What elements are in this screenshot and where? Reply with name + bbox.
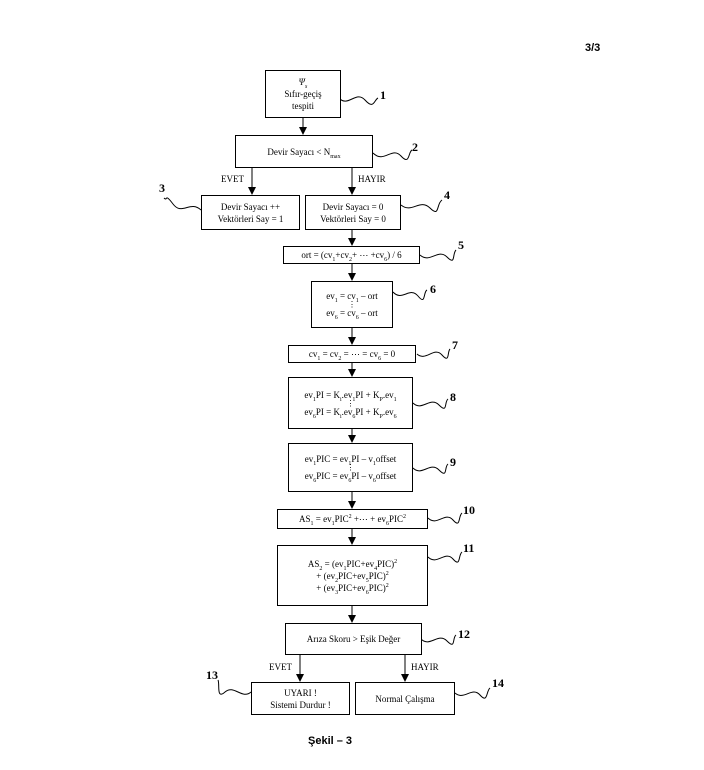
leader-4 <box>401 200 442 212</box>
step-fault-score-1: AS1 = ev1PIC2 +⋯ + ev6PIC2 <box>277 509 428 529</box>
step-8-line-3: ev6PI = Ki.ev6PI + KP.ev6 <box>304 406 396 418</box>
step-zero-crossing: Ψs Sıfır-geçiş tespiti <box>265 70 341 118</box>
leader-7 <box>417 349 450 358</box>
step-7-line-1: cv1 = cv2 = ⋯ = cv6 = 0 <box>309 348 395 360</box>
leader-9 <box>413 464 448 473</box>
label-14: 14 <box>492 676 504 691</box>
step-11-line-2: + (ev2PIC+ev5PIC)2 <box>316 570 388 582</box>
label-13: 13 <box>206 668 218 683</box>
step-fault-score-2: AS2 = (ev1PIC+ev4PIC)2 + (ev2PIC+ev5PIC)… <box>277 545 428 606</box>
step-pi-controller: ev1PI = Ki.ev1PI + KP.ev1 ⋮ ev6PI = Ki.e… <box>288 377 413 429</box>
step-warning-stop: UYARI ! Sistemi Durdur ! <box>251 682 350 715</box>
branch-yes-2: EVET <box>269 662 292 672</box>
step-5-line-1: ort = (cv1+cv2+ ⋯ +cv6) / 6 <box>301 249 401 261</box>
step-9-line-3: ev6PIC = ev6PI – v6offset <box>305 470 396 482</box>
step-offset-compensation: ev1PIC = ev1PI – v1offset ⋮ ev6PIC = ev6… <box>288 443 413 492</box>
step-normal-operation: Normal Çalışma <box>355 682 455 715</box>
step-3-line-2: Vektörleri Say = 1 <box>218 213 284 225</box>
leader-13 <box>218 680 251 694</box>
step-2-line-1: Devir Sayacı < Nmax <box>267 146 340 158</box>
step-1-line-2: Sıfır-geçiş <box>284 88 321 100</box>
leader-14 <box>455 688 490 698</box>
step-average: ort = (cv1+cv2+ ⋯ +cv6) / 6 <box>283 246 420 264</box>
figure-caption: Şekil – 3 <box>308 735 352 747</box>
label-8: 8 <box>450 390 456 405</box>
leader-2 <box>373 150 412 160</box>
page-number: 3/3 <box>585 42 600 54</box>
label-12: 12 <box>458 627 470 642</box>
leader-11 <box>428 552 462 562</box>
leader-10 <box>428 513 462 523</box>
leader-1 <box>339 97 378 105</box>
leader-6 <box>393 290 427 300</box>
label-2: 2 <box>412 140 418 155</box>
step-3-line-1: Devir Sayacı ++ <box>221 201 280 213</box>
label-4: 4 <box>444 188 450 203</box>
step-reset-counter: Devir Sayacı = 0 Vektörleri Say = 0 <box>305 195 401 230</box>
step-14-line-1: Normal Çalışma <box>375 693 434 705</box>
step-13-line-1: UYARI ! <box>284 687 317 699</box>
leader-8 <box>413 399 448 408</box>
label-10: 10 <box>463 503 475 518</box>
leader-3 <box>164 198 201 210</box>
step-10-line-1: AS1 = ev1PIC2 +⋯ + ev6PIC2 <box>299 513 406 525</box>
label-3: 3 <box>159 181 165 196</box>
label-7: 7 <box>452 338 458 353</box>
step-11-line-1: AS2 = (ev1PIC+ev4PIC)2 <box>308 558 397 570</box>
label-6: 6 <box>430 282 436 297</box>
leader-5 <box>420 250 456 260</box>
step-reset-counts: cv1 = cv2 = ⋯ = cv6 = 0 <box>288 345 416 363</box>
step-1-line-3: tespiti <box>292 100 314 112</box>
branch-no-2: HAYIR <box>411 662 439 672</box>
step-13-line-2: Sistemi Durdur ! <box>270 699 331 711</box>
label-5: 5 <box>458 238 464 253</box>
step-4-line-2: Vektörleri Say = 0 <box>320 213 386 225</box>
step-threshold-check: Arıza Skoru > Eşik Değer <box>285 623 422 655</box>
label-9: 9 <box>450 455 456 470</box>
step-error-vectors: ev1 = cv1 – ort ⋮ ev6 = cv6 – ort <box>311 281 393 328</box>
branch-yes-1: EVET <box>221 174 244 184</box>
label-11: 11 <box>463 541 474 556</box>
branch-no-1: HAYIR <box>358 174 386 184</box>
step-revolution-check: Devir Sayacı < Nmax <box>235 135 373 168</box>
label-1: 1 <box>380 88 386 103</box>
step-increment-counter: Devir Sayacı ++ Vektörleri Say = 1 <box>201 195 300 230</box>
step-1-line-1: Ψs <box>299 76 308 88</box>
leader-12 <box>421 635 456 644</box>
step-6-line-3: ev6 = cv6 – ort <box>326 307 378 319</box>
step-11-line-3: + (ev3PIC+ev6PIC)2 <box>316 582 388 594</box>
step-4-line-1: Devir Sayacı = 0 <box>323 201 384 213</box>
step-12-line-1: Arıza Skoru > Eşik Değer <box>307 633 401 645</box>
